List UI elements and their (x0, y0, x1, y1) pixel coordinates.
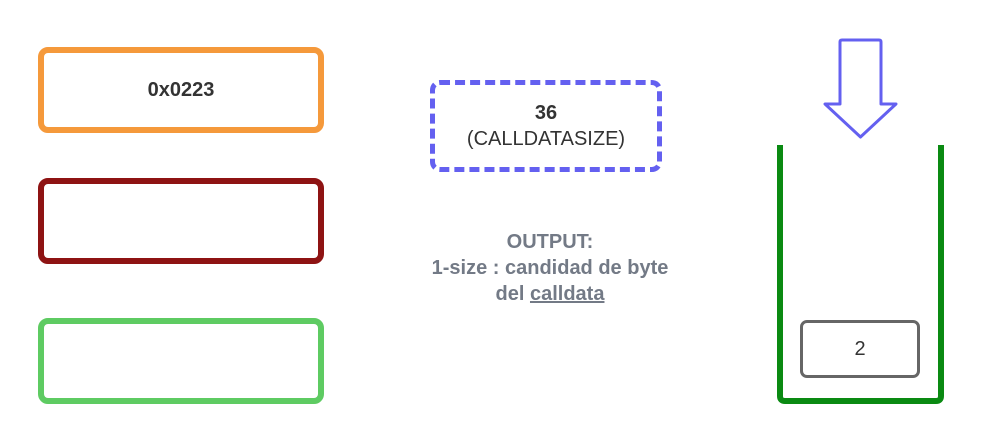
output-line-2: del calldata (390, 281, 710, 307)
register-box-orange: 0x0223 (38, 47, 324, 133)
down-arrow-icon (823, 38, 898, 139)
stack-item: 2 (800, 320, 920, 378)
calldata-link: calldata (529, 283, 605, 305)
output-line-2-prefix: del (495, 283, 530, 305)
opcode-value: 36 (534, 102, 558, 124)
opcode-box: 36 (CALLDATASIZE) (430, 80, 662, 172)
output-line-1: 1-size : candidad de byte (431, 257, 669, 279)
register-box-green (38, 318, 324, 404)
output-heading: OUTPUT: (506, 231, 594, 253)
register-value: 0x0223 (147, 78, 215, 101)
opcode-name: (CALLDATASIZE) (466, 128, 626, 150)
register-box-red (38, 178, 324, 264)
output-note: OUTPUT: 1-size : candidad de byte del ca… (390, 229, 710, 307)
